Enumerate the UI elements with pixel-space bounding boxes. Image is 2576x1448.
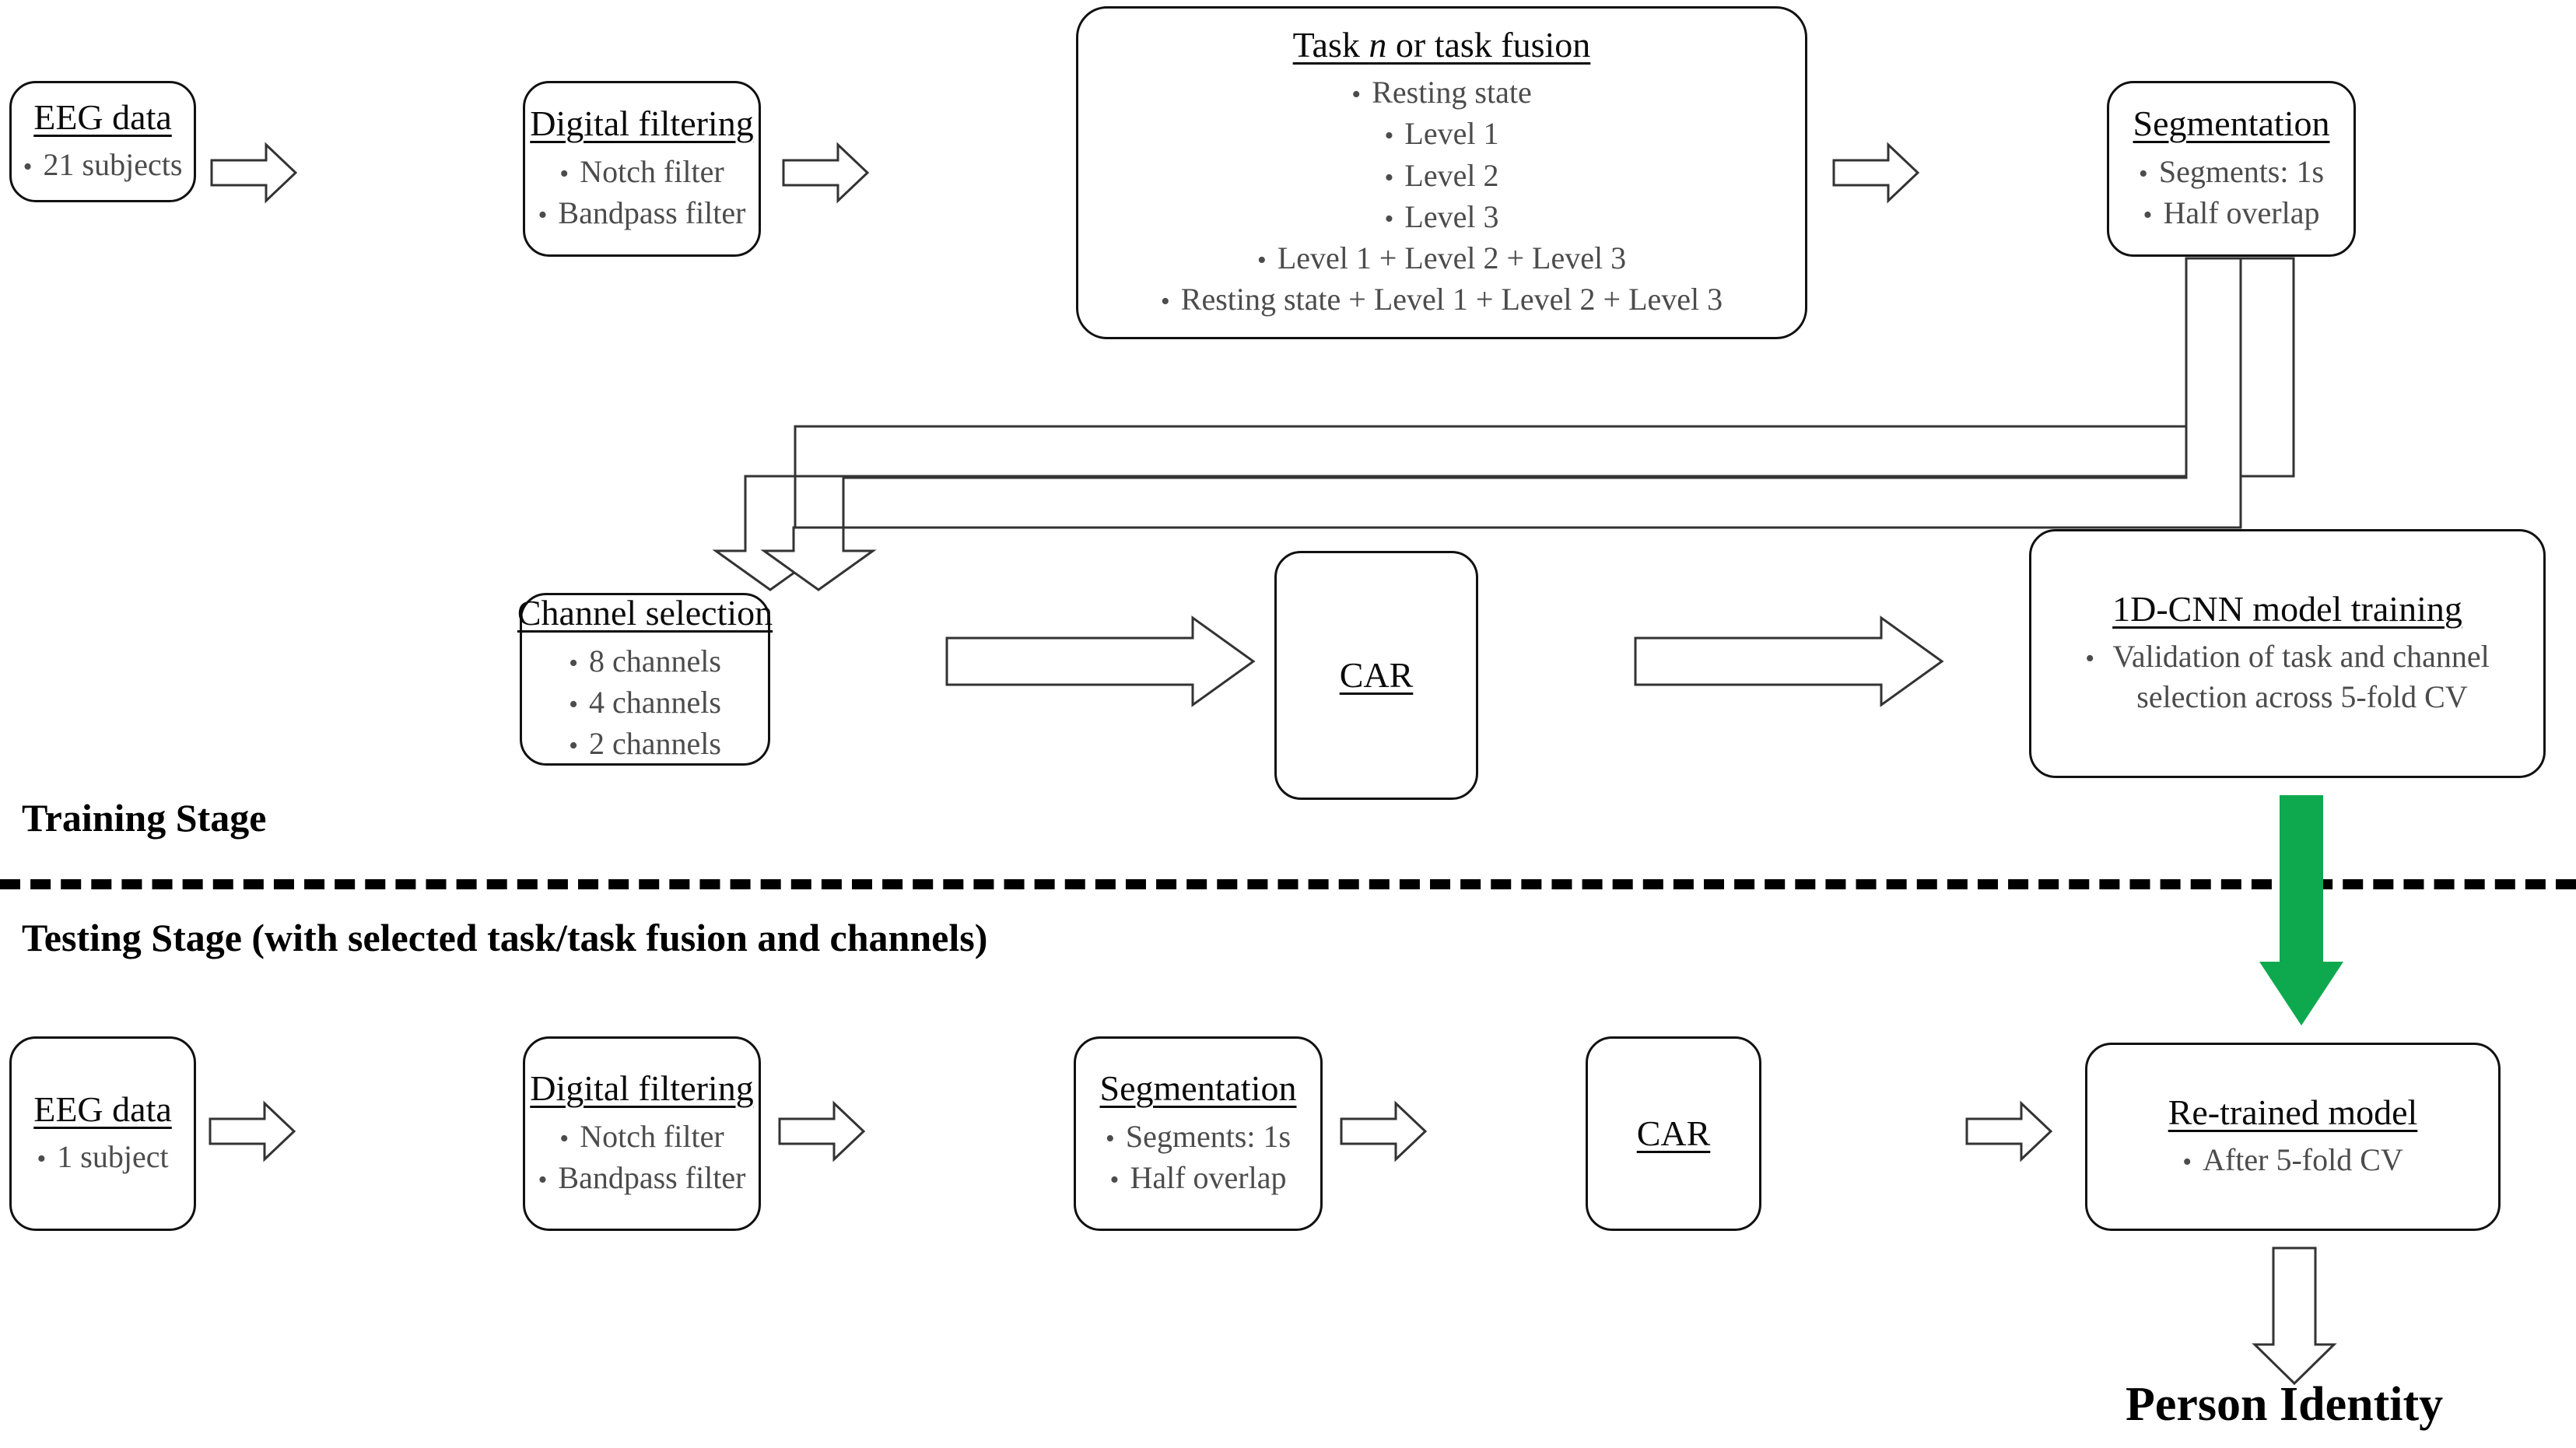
bullet-item: Bandpass filter [538,1157,745,1198]
bullet-item: Validation of task and channel selection… [2085,636,2489,717]
bullet-item: Segments: 1s [1106,1116,1291,1157]
box-title-eeg-data-training: EEG data [33,96,172,137]
bullet-item: Resting state + Level 1 + Level 2 + Leve… [1161,279,1723,320]
bullet-item: 4 channels [569,682,721,723]
bullet-list-digital-filtering-training: Notch filter Bandpass filter [538,151,746,233]
box-task-fusion-training[interactable]: Task n or task fusion Resting state Leve… [1076,6,1807,339]
box-title-digital-filtering-testing: Digital filtering [530,1068,754,1108]
bullet-list-cnn-model-training: Validation of task and channel selection… [2085,636,2489,717]
box-title-segmentation-training: Segmentation [2133,103,2330,143]
arrow-channel-to-car-training [945,615,1256,708]
box-title-car-testing: CAR [1636,1113,1711,1154]
box-car-training[interactable]: CAR [1274,551,1478,800]
bullet-item: 1 subject [37,1136,168,1177]
bullet-item: Half overlap [1106,1157,1291,1198]
box-title-digital-filtering-training: Digital filtering [530,103,754,143]
bullet-list-task-fusion: Resting state Level 1 Level 2 Level 3 Le… [1161,72,1723,320]
cnn-bullet-line2: selection across 5-fold CV [2136,678,2468,714]
connector-segmentation-to-channel-selection-inner [733,257,2242,591]
stage-divider [0,879,2576,889]
bullet-item: 8 channels [569,640,721,682]
box-segmentation-testing[interactable]: Segmentation Segments: 1s Half overlap [1074,1036,1323,1231]
cnn-bullet-line1: Validation of task and channel [2112,638,2490,674]
box-digital-filtering-testing[interactable]: Digital filtering Notch filter Bandpass … [523,1036,761,1231]
bullet-list-eeg-data-training: 21 subjects [23,144,183,185]
bullet-item: Notch filter [538,151,746,192]
bullet-item: Level 1 + Level 2 + Level 3 [1161,237,1723,279]
green-transition-arrow [2259,795,2353,1027]
bullet-item: After 5-fold CV [2182,1139,2403,1180]
box-title-segmentation-testing: Segmentation [1099,1068,1297,1108]
bullet-list-segmentation-training: Segments: 1s Half overlap [2139,151,2324,233]
task-title-prefix: Task [1292,24,1369,65]
bullet-item: Level 1 [1161,113,1723,154]
bullet-item: Half overlap [2139,192,2324,233]
bullet-item: Level 3 [1161,196,1723,237]
label-training-stage: Training Stage [22,796,267,840]
bullet-list-eeg-data-testing: 1 subject [37,1136,168,1177]
connector-segmentation-to-channel-selection-outer [685,257,2295,591]
box-retrained-model[interactable]: Re-trained model After 5-fold CV [2085,1043,2501,1231]
arrow-retrained-to-person-identity [2252,1246,2337,1386]
box-title-channel-selection: Channel selection [517,593,773,633]
arrow-eeg-to-filtering-testing [209,1099,296,1164]
box-cnn-model-training[interactable]: 1D-CNN model training Validation of task… [2029,529,2546,778]
arrow-task-to-segmentation-training [1832,140,1920,205]
bullet-item: 21 subjects [23,144,183,185]
task-title-suffix: or task fusion [1386,24,1591,65]
arrow-filtering-to-task-training [782,140,870,205]
arrow-eeg-to-filtering-training [210,140,298,205]
bullet-item: Segments: 1s [2139,151,2324,192]
task-title-italic-n: n [1369,24,1387,65]
arrow-segmentation-to-car-testing [1340,1099,1428,1164]
box-channel-selection[interactable]: Channel selection 8 channels 4 channels … [517,593,773,766]
bullet-list-channel-selection: 8 channels 4 channels 2 channels [569,640,721,765]
bullet-item: Resting state [1161,72,1723,113]
bullet-list-digital-filtering-testing: Notch filter Bandpass filter [538,1116,746,1198]
bullet-list-segmentation-testing: Segments: 1s Half overlap [1106,1116,1291,1198]
box-title-retrained-model: Re-trained model [2168,1092,2418,1132]
arrow-filtering-to-segmentation-testing [778,1099,866,1164]
box-eeg-data-testing[interactable]: EEG data 1 subject [9,1036,196,1231]
box-eeg-data-training[interactable]: EEG data 21 subjects [9,81,196,202]
bullet-list-retrained-model: After 5-fold CV [2182,1139,2403,1180]
bullet-item: Bandpass filter [538,192,745,233]
label-testing-stage: Testing Stage (with selected task/task f… [22,916,988,959]
box-title-task-fusion: Task n or task fusion [1292,24,1591,65]
bullet-item: 2 channels [569,723,721,764]
box-title-cnn-model-training: 1D-CNN model training [2112,589,2462,629]
label-person-identity: Person Identity [2126,1378,2444,1431]
box-title-eeg-data-testing: EEG data [33,1089,172,1129]
arrow-car-to-cnn-training [1634,615,1945,708]
arrow-car-to-retrained-testing [1965,1099,2053,1164]
box-digital-filtering-training[interactable]: Digital filtering Notch filter Bandpass … [523,81,761,257]
bullet-item: Level 2 [1161,155,1723,196]
box-car-testing[interactable]: CAR [1586,1036,1761,1231]
box-segmentation-training[interactable]: Segmentation Segments: 1s Half overlap [2107,81,2356,257]
bullet-item: Notch filter [538,1116,746,1157]
box-title-car-training: CAR [1339,655,1414,696]
